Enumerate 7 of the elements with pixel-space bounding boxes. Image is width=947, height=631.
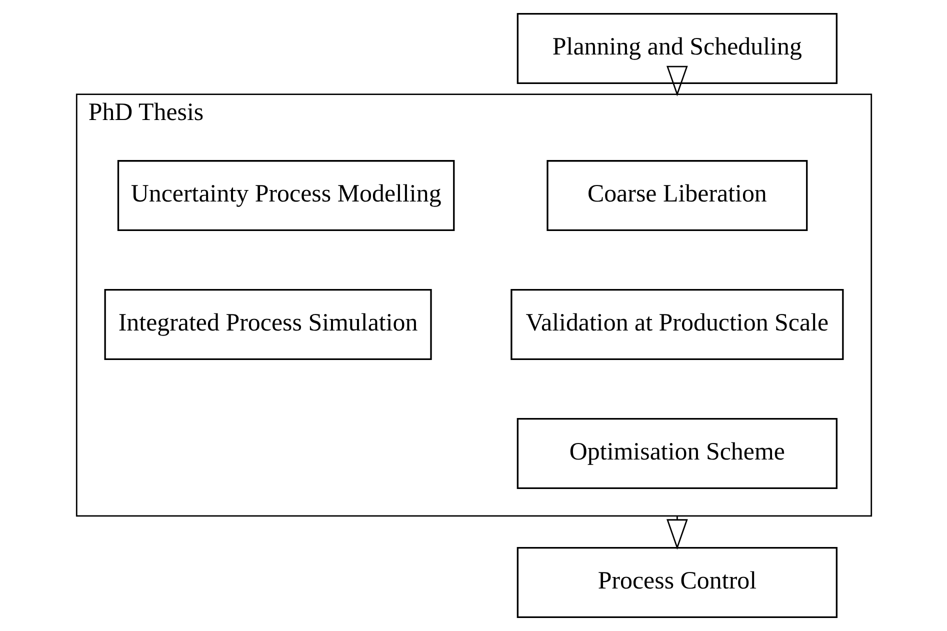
node-box: Process Control — [516, 546, 838, 618]
node-box: Optimisation Scheme — [516, 418, 838, 489]
node-box: Uncertainty Process Modelling — [116, 160, 454, 232]
arrow — [666, 66, 688, 96]
node-box: Coarse Liberation — [546, 160, 808, 232]
node-box: Integrated Process Simulation — [104, 289, 432, 360]
node-box: Validation at Production Scale — [510, 289, 844, 360]
